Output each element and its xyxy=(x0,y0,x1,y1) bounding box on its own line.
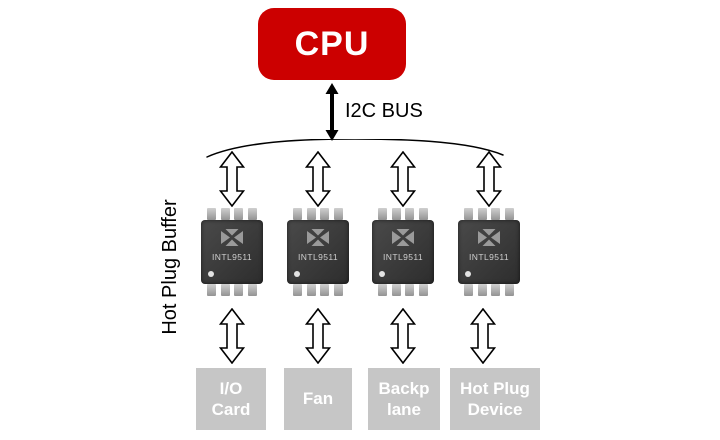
chip-pin xyxy=(306,284,316,296)
chip-pin xyxy=(391,208,401,220)
hot-plug-buffer-chip: INTL9511 xyxy=(372,208,434,296)
chip-pin xyxy=(320,284,330,296)
chip-pin xyxy=(418,208,428,220)
chip-pin xyxy=(207,284,216,296)
cpu-block: CPU xyxy=(258,8,406,80)
chip-pin xyxy=(464,284,473,296)
chip-pins-top xyxy=(287,208,349,220)
chip-pin xyxy=(333,208,343,220)
device-label: Fan xyxy=(302,389,334,409)
chip-pin xyxy=(391,284,401,296)
chip-device-arrow-icon xyxy=(470,308,496,364)
chip-pin xyxy=(247,284,257,296)
chip-pin xyxy=(378,208,387,220)
chip-pin xyxy=(293,284,302,296)
device-backplane: Backp lane xyxy=(368,368,440,430)
chip-body: INTL9511 xyxy=(372,220,434,284)
chip-pin xyxy=(405,284,415,296)
chip-pin xyxy=(247,208,257,220)
pin1-dot xyxy=(294,271,300,277)
chip-body: INTL9511 xyxy=(287,220,349,284)
chip-logo-icon xyxy=(221,229,243,246)
bus-chip-arrow-icon xyxy=(390,151,416,207)
device-label: Backp lane xyxy=(378,378,430,419)
chip-device-arrow-icon xyxy=(219,308,245,364)
chip-pin xyxy=(405,208,415,220)
chip-pins-bottom xyxy=(458,284,520,296)
chip-pin xyxy=(418,284,428,296)
chip-pins-top xyxy=(372,208,434,220)
chip-pin xyxy=(477,208,487,220)
cpu-label: CPU xyxy=(294,24,370,63)
chip-pins-top xyxy=(458,208,520,220)
hot-plug-buffer-chip: INTL9511 xyxy=(201,208,263,296)
pin1-dot xyxy=(465,271,471,277)
chip-logo-icon xyxy=(307,229,329,246)
device-label: I/O Card xyxy=(211,378,251,419)
device-io-card: I/O Card xyxy=(196,368,266,430)
chip-pin xyxy=(464,208,473,220)
chip-pin xyxy=(234,208,244,220)
chip-pin xyxy=(220,284,230,296)
chip-pin xyxy=(207,208,216,220)
chip-body: INTL9511 xyxy=(458,220,520,284)
chip-label: INTL9511 xyxy=(212,252,252,262)
chip-pin xyxy=(504,208,514,220)
chip-pin xyxy=(306,208,316,220)
pin1-dot xyxy=(208,271,214,277)
device-fan: Fan xyxy=(284,368,352,430)
chip-device-arrow-icon xyxy=(305,308,331,364)
chip-pin xyxy=(504,284,514,296)
chip-pin xyxy=(491,284,501,296)
chip-pin xyxy=(234,284,244,296)
chip-pin xyxy=(293,208,302,220)
bus-chip-arrow-icon xyxy=(305,151,331,207)
chip-logo-icon xyxy=(478,229,500,246)
buffer-group-label: Hot Plug Buffer xyxy=(159,199,181,335)
chip-label: INTL9511 xyxy=(469,252,509,262)
chip-pin xyxy=(477,284,487,296)
chip-label: INTL9511 xyxy=(383,252,423,262)
cpu-bus-double-arrow-icon xyxy=(325,83,339,141)
chip-pin xyxy=(378,284,387,296)
chip-pin xyxy=(320,208,330,220)
chip-pins-bottom xyxy=(287,284,349,296)
chip-body: INTL9511 xyxy=(201,220,263,284)
chip-pins-bottom xyxy=(372,284,434,296)
chip-label: INTL9511 xyxy=(298,252,338,262)
device-label: Hot Plug Device xyxy=(460,378,530,419)
chip-pins-bottom xyxy=(201,284,263,296)
chip-logo-icon xyxy=(392,229,414,246)
bus-chip-arrow-icon xyxy=(219,151,245,207)
chip-pin xyxy=(333,284,343,296)
bus-label: I2C BUS xyxy=(345,100,423,122)
hot-plug-buffer-chip: INTL9511 xyxy=(287,208,349,296)
i2c-bus-brace xyxy=(206,139,504,158)
device-hot-plug-device: Hot Plug Device xyxy=(450,368,540,430)
pin1-dot xyxy=(379,271,385,277)
chip-pin xyxy=(220,208,230,220)
bus-chip-arrow-icon xyxy=(476,151,502,207)
hot-plug-buffer-chip: INTL9511 xyxy=(458,208,520,296)
chip-device-arrow-icon xyxy=(390,308,416,364)
chip-pins-top xyxy=(201,208,263,220)
chip-pin xyxy=(491,208,501,220)
